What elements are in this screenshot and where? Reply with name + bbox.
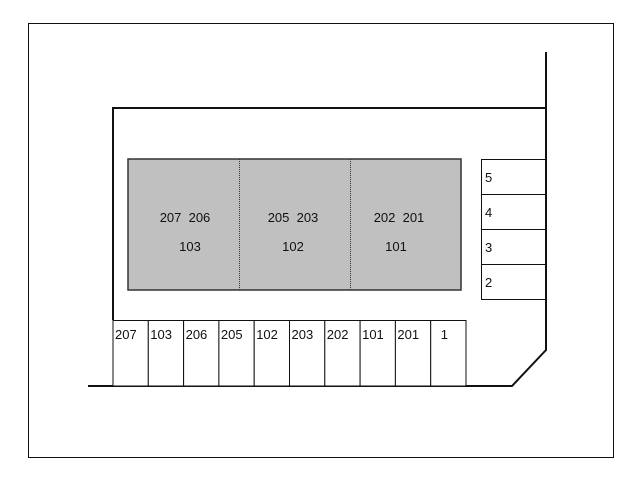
parking-space-label: 103 (150, 327, 172, 342)
building-unit: 202 201 101 (374, 210, 425, 254)
unit-label-bottom: 103 (179, 239, 201, 254)
parking-space-label: 5 (485, 170, 492, 185)
parking-space-box (112, 320, 149, 387)
unit-label-top: 202 201 (374, 210, 425, 225)
parking-space-label: 202 (327, 327, 349, 342)
parking-space: 206 (183, 320, 220, 387)
parking-space-box (394, 320, 432, 387)
unit-label-bottom: 102 (282, 239, 304, 254)
parking-space: 207 (112, 320, 149, 387)
parking-space: 101 (359, 320, 396, 387)
parking-space-label: 4 (485, 205, 492, 220)
parking-space-box (253, 320, 290, 387)
parking-space-box (218, 320, 255, 387)
parking-space-label: 201 (397, 327, 419, 342)
building-unit: 207 206 103 (160, 210, 211, 254)
parking-space-label: 102 (256, 327, 278, 342)
parking-space-box (481, 264, 546, 300)
parking-space-label: 3 (485, 240, 492, 255)
building (127, 158, 462, 291)
parking-space-box (147, 320, 185, 387)
parking-space: 102 (253, 320, 290, 387)
parking-space: 201 (394, 320, 432, 387)
unit-label-top: 205 203 (268, 210, 319, 225)
parking-space: 2 (481, 264, 546, 300)
parking-space: 1 (430, 320, 467, 387)
parking-space-box (430, 320, 467, 387)
parking-space-box (324, 320, 361, 387)
parking-space: 3 (481, 229, 546, 265)
parking-space-label: 203 (292, 327, 314, 342)
parking-space: 103 (147, 320, 185, 387)
parking-space: 4 (481, 194, 546, 230)
parking-space: 203 (289, 320, 326, 387)
parking-space: 202 (324, 320, 361, 387)
parking-space: 5 (481, 159, 546, 195)
parking-space-label: 207 (115, 327, 137, 342)
unit-label-bottom: 101 (385, 239, 407, 254)
unit-label-top: 207 206 (160, 210, 211, 225)
right-parking-spaces: 5 4 3 2 (481, 159, 546, 300)
building-unit: 205 203 102 (268, 210, 319, 254)
parking-space-label: 101 (362, 327, 384, 342)
parking-space-label: 206 (186, 327, 208, 342)
parking-space: 205 (218, 320, 255, 387)
outer-frame (28, 23, 614, 458)
parking-space-label: 2 (485, 275, 492, 290)
bottom-parking-spaces: 207 103 206 205 102 203 202 101 201 1 (112, 320, 467, 387)
parking-space-box (183, 320, 220, 387)
parking-space-label: 205 (221, 327, 243, 342)
parking-space-label: 1 (441, 327, 448, 342)
